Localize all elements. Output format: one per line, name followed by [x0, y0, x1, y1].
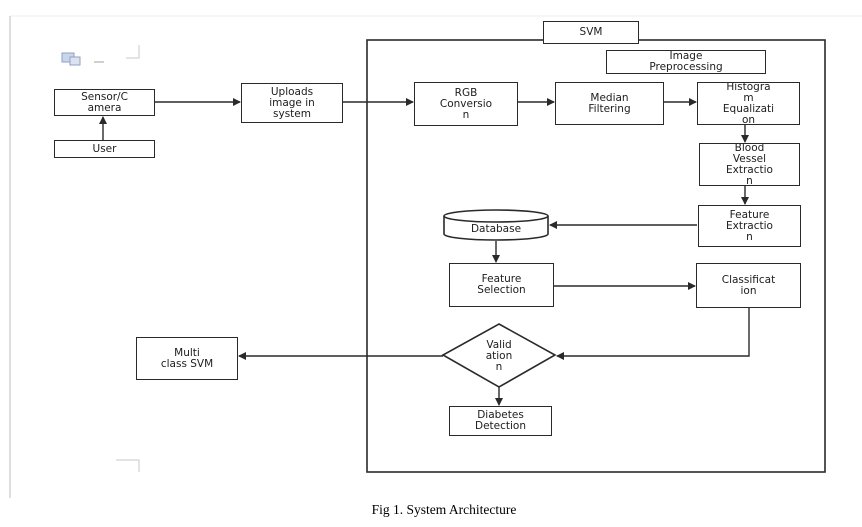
database-label: Database [470, 223, 522, 235]
median-filtering-label: Median Filtering [588, 91, 631, 115]
upload-box: Uploads image in system [241, 83, 343, 123]
multiclass-svm-box: Multi class SVM [136, 337, 238, 380]
sensor-camera-box: Sensor/C amera [54, 89, 155, 116]
svm-label-box: SVM [543, 21, 639, 44]
classification-box: Classificat ion [696, 263, 801, 308]
diabetes-detection-label: Diabetes Detection [474, 409, 526, 432]
blood-vessel-extraction-label: Blood Vessel Extractio n [726, 143, 773, 186]
corner-mark-bottom [116, 459, 140, 472]
median-filtering-box: Median Filtering [555, 82, 664, 125]
preprocessing-label-box: Image Preprocessing [606, 50, 766, 74]
svm-label: SVM [579, 26, 603, 38]
document-icon [61, 52, 81, 66]
corner-mark-top [126, 45, 140, 59]
arrow-classification-to-validation [556, 308, 750, 360]
histogram-equalization-label: Histogra m Equalizati on [722, 82, 775, 125]
database-cylinder [443, 209, 549, 241]
preprocessing-label: Image Preprocessing [649, 50, 723, 73]
histogram-equalization-box: Histogra m Equalizati on [697, 82, 800, 125]
multiclass-svm-label: Multi class SVM [160, 346, 214, 370]
blood-vessel-extraction-box: Blood Vessel Extractio n [699, 143, 800, 186]
feature-selection-label: Feature Selection [477, 273, 526, 296]
classification-label: Classificat ion [721, 273, 776, 297]
feature-extraction-box: Feature Extractio n [698, 205, 801, 247]
sensor-camera-label: Sensor/C amera [81, 90, 128, 114]
rgb-conversion-box: RGB Conversio n [414, 82, 518, 126]
validation-label: Valid ation n [485, 339, 513, 373]
user-label: User [92, 142, 117, 155]
upload-label: Uploads image in system [269, 85, 315, 120]
diabetes-detection-box: Diabetes Detection [449, 406, 552, 436]
figure-caption: Fig 1. System Architecture [371, 502, 517, 517]
feature-selection-box: Feature Selection [449, 263, 554, 307]
rgb-conversion-label: RGB Conversio n [439, 86, 493, 121]
feature-extraction-label: Feature Extractio n [726, 208, 773, 243]
user-box: User [54, 140, 155, 158]
